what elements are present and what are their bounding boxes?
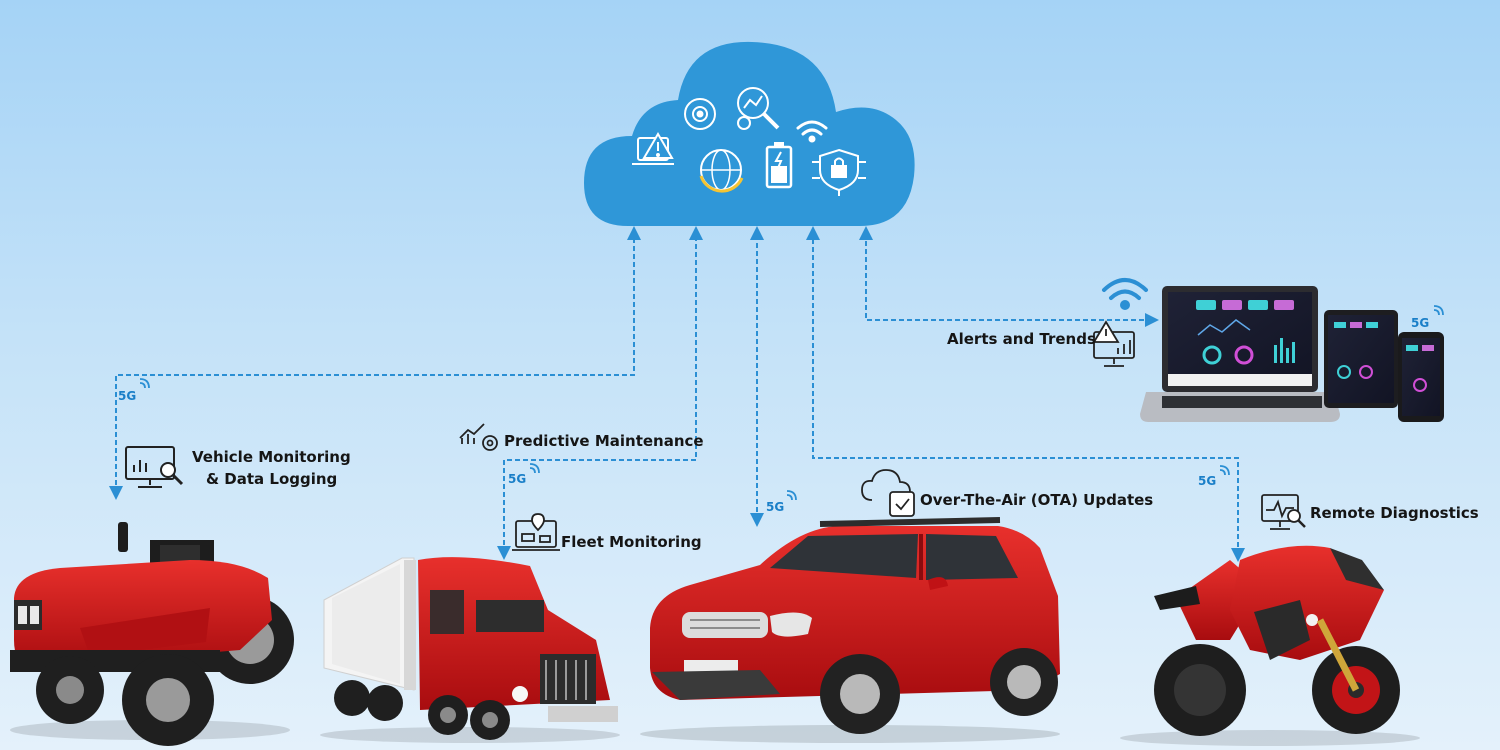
remote-diagnostics-label: Remote Diagnostics bbox=[1310, 504, 1479, 522]
network-tag-1: 5G bbox=[118, 389, 137, 403]
network-tag-3: 5G bbox=[766, 500, 785, 514]
laptop-alert-icon bbox=[632, 132, 674, 165]
signal-icon-4 bbox=[1219, 465, 1230, 476]
signal-arcs bbox=[139, 305, 1444, 501]
fleet-map-icon bbox=[512, 513, 560, 551]
connector-alerts bbox=[859, 226, 1159, 327]
network-tag-2: 5G bbox=[508, 472, 527, 486]
phone-dashboard bbox=[1398, 332, 1444, 422]
vehicle-monitoring-line2: & Data Logging bbox=[206, 470, 338, 488]
motorcycle bbox=[1120, 545, 1420, 746]
cloud-update-icon bbox=[861, 469, 915, 517]
network-tag-5: 5G bbox=[1411, 316, 1430, 330]
tablet-dashboard bbox=[1324, 310, 1398, 408]
suv bbox=[640, 517, 1060, 743]
signal-icon-3 bbox=[786, 490, 797, 501]
signal-icon-5 bbox=[1433, 305, 1444, 316]
globe-icon bbox=[699, 149, 744, 193]
vehicle-monitoring-label: Vehicle Monitoring & Data Logging bbox=[192, 446, 351, 490]
analytics-search-icon bbox=[737, 87, 780, 130]
semi-truck bbox=[320, 557, 620, 743]
wifi-icon bbox=[796, 120, 828, 143]
device-wifi-icon bbox=[1102, 278, 1148, 310]
cloud bbox=[584, 41, 915, 226]
battery-charging-icon bbox=[765, 142, 793, 189]
predictive-maintenance-label: Predictive Maintenance bbox=[504, 432, 704, 450]
signal-icon-2 bbox=[529, 463, 540, 474]
connectors bbox=[109, 226, 1245, 562]
connector-remote-diagnostics bbox=[806, 226, 1245, 562]
alert-chart-icon bbox=[1092, 320, 1135, 367]
gear-cycle-icon bbox=[684, 98, 716, 130]
remote-diagnostics-icon bbox=[1261, 494, 1306, 530]
laptop-dashboard bbox=[1140, 286, 1340, 422]
trend-gear-icon bbox=[459, 423, 498, 451]
connector-fleet-monitoring bbox=[497, 226, 703, 560]
monitor-analytics-icon bbox=[125, 446, 184, 488]
security-chip-icon bbox=[812, 148, 866, 196]
alerts-and-trends-label: Alerts and Trends bbox=[947, 330, 1096, 348]
fleet-monitoring-label: Fleet Monitoring bbox=[561, 533, 702, 551]
signal-icon-1 bbox=[139, 378, 150, 389]
tractor bbox=[10, 522, 294, 746]
network-tag-4: 5G bbox=[1198, 474, 1217, 488]
ota-updates-label: Over-The-Air (OTA) Updates bbox=[920, 491, 1154, 509]
vehicle-monitoring-line1: Vehicle Monitoring bbox=[192, 448, 351, 466]
